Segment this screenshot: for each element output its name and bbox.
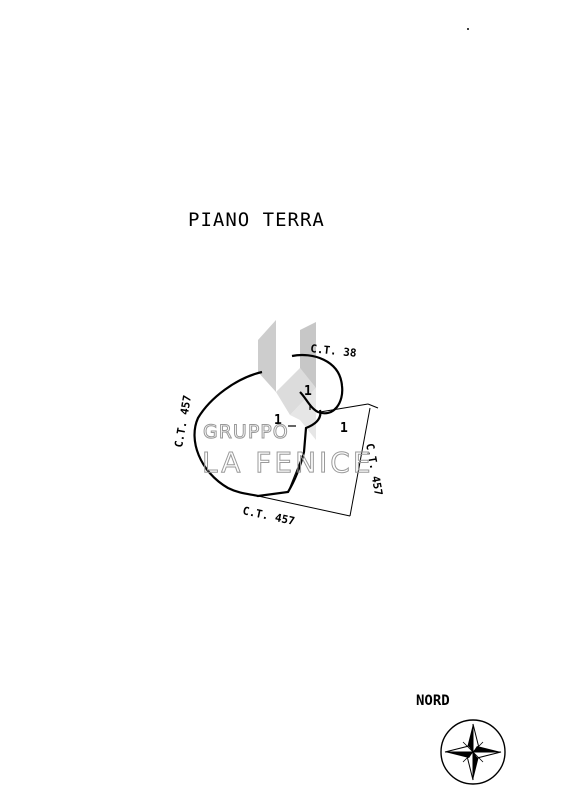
north-label: NORD bbox=[416, 693, 450, 709]
label-ct-38: C.T. 38 bbox=[310, 342, 357, 360]
building-outline bbox=[193, 370, 322, 498]
label-ct-457-left: C.T. 457 bbox=[172, 394, 194, 448]
page-title: PIANO TERRA bbox=[188, 209, 325, 231]
watermark-line-2: LA FENICE bbox=[202, 446, 374, 479]
room-number-center: 1 bbox=[274, 413, 282, 428]
label-ct-457-bottom: C.T. 457 bbox=[241, 504, 296, 528]
adjacent-lot bbox=[257, 403, 379, 517]
stray-dot bbox=[467, 28, 469, 30]
room-number-top: 1 bbox=[304, 384, 312, 399]
interior-marks bbox=[288, 404, 311, 427]
compass-rose-icon bbox=[440, 719, 506, 785]
room-number-right: 1 bbox=[340, 421, 348, 436]
upper-lobe-outline bbox=[291, 354, 344, 415]
watermark-line-1: GRUPPO bbox=[203, 421, 289, 443]
